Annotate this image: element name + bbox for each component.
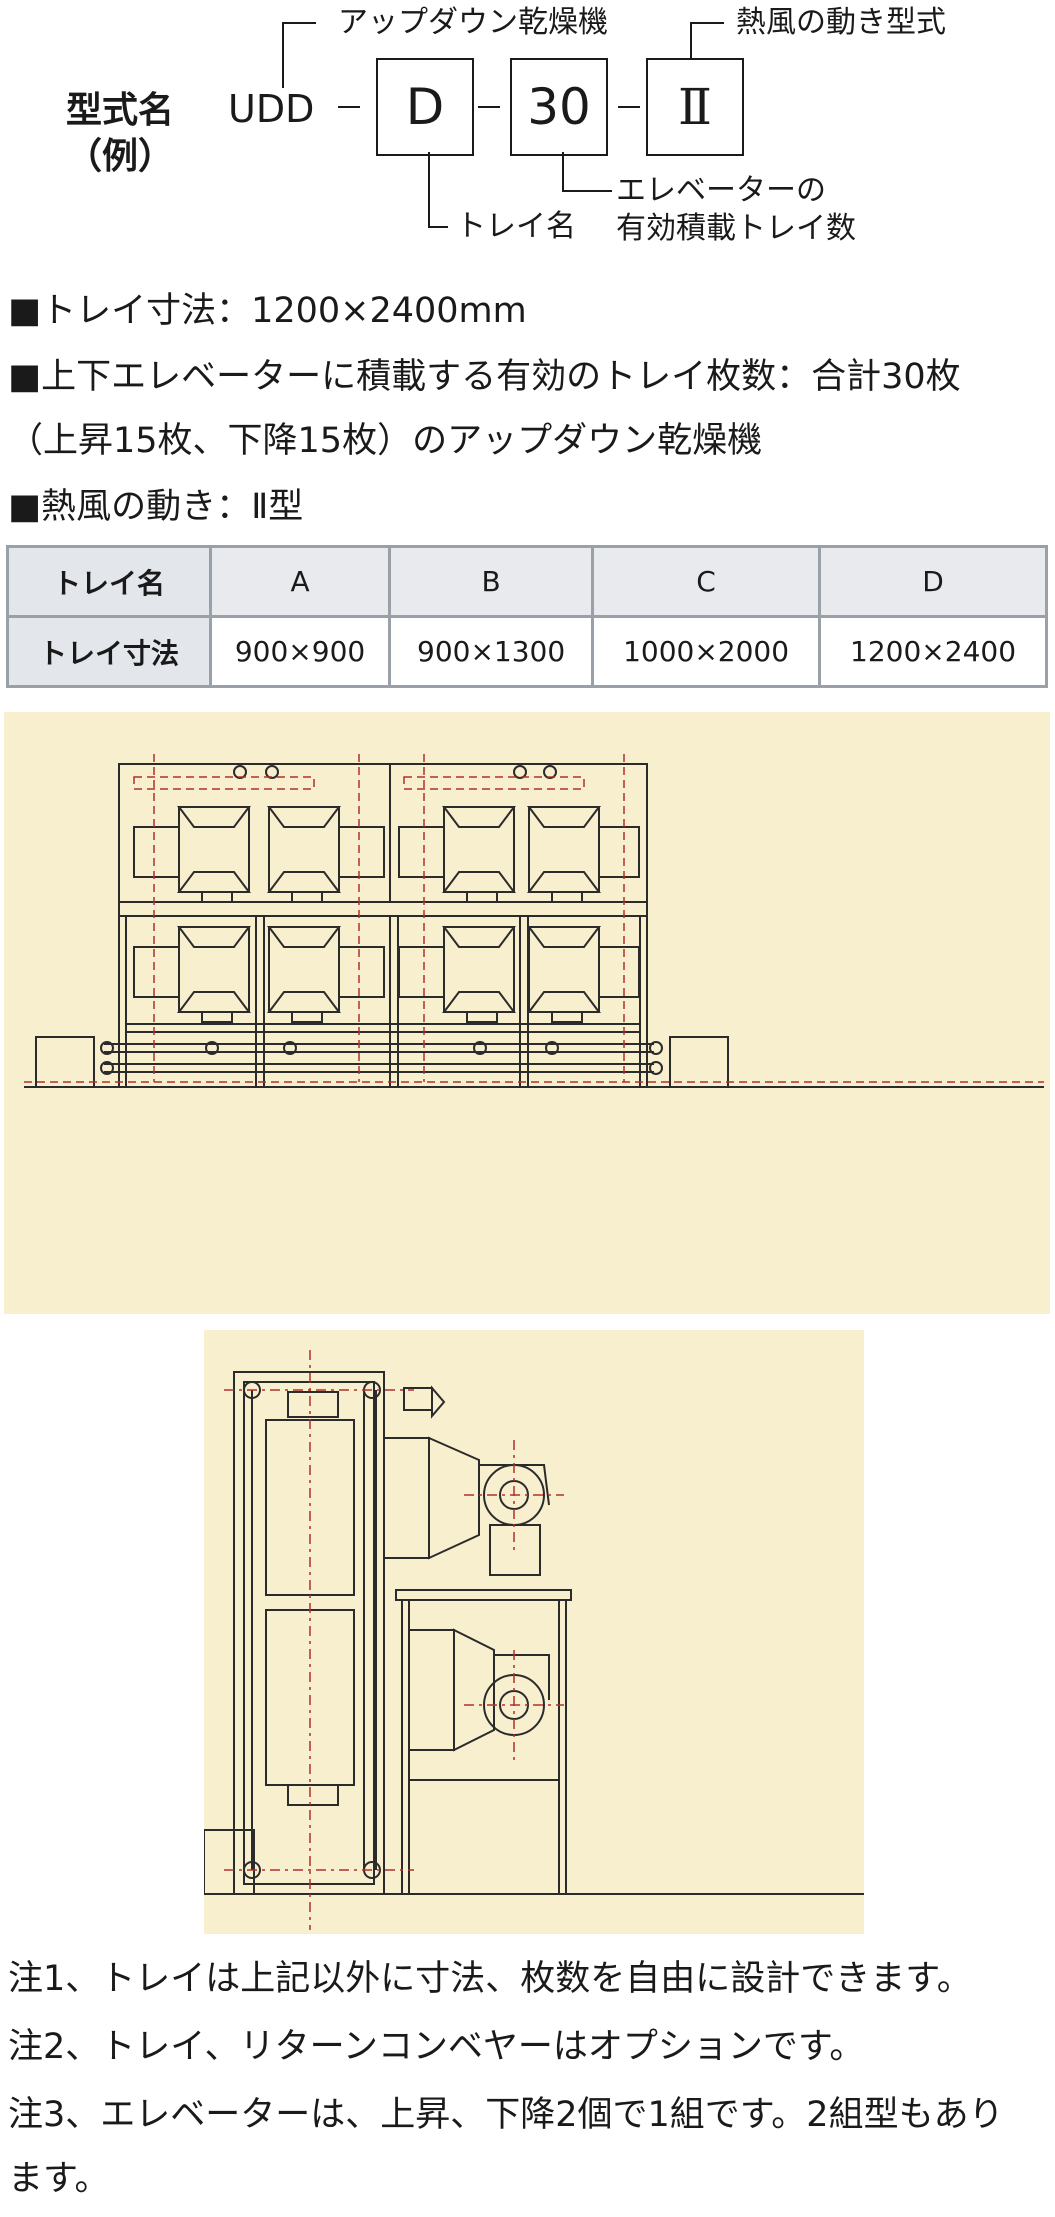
- table-cell: 1000×2000: [591, 615, 822, 688]
- note-3: 注3、エレベーターは、上昇、下降2個で1組です。2組型もあり: [8, 2095, 1004, 2135]
- table-cell: 1200×2400: [818, 615, 1048, 688]
- table-row: トレイ名 A B C D: [6, 545, 1048, 618]
- spec-tray-size: ■トレイ寸法：1200×2400mm: [8, 291, 527, 331]
- leader-line: [428, 152, 430, 228]
- leader-line: [690, 22, 692, 58]
- model-code-diagram: 型式名 （例） UDD D 30 Ⅱ アップダウン乾燥機 熱風の動き型式 トレイ…: [0, 0, 1055, 260]
- leader-line: [282, 22, 284, 88]
- dash: [478, 106, 500, 108]
- tray-code-box: D: [376, 58, 474, 156]
- tray-code: D: [405, 78, 445, 136]
- note-3-cont: ます。: [8, 2159, 110, 2199]
- side-view-svg: [204, 1350, 864, 1930]
- leader-line: [428, 226, 448, 228]
- side-view-drawing: [204, 1330, 864, 1934]
- note-1: 注1、トレイは上記以外に寸法、枚数を自由に設計できます。: [8, 1959, 972, 1999]
- spec-airflow: ■熱風の動き：Ⅱ型: [8, 487, 304, 527]
- note-flow: 熱風の動き型式: [736, 5, 946, 40]
- table-cell: B: [388, 545, 595, 618]
- table-cell: A: [208, 545, 392, 618]
- table-cell: D: [818, 545, 1048, 618]
- count-code: 30: [527, 78, 591, 136]
- table-cell: 900×900: [208, 615, 392, 688]
- table-cell: C: [591, 545, 822, 618]
- count-code-box: 30: [510, 58, 608, 156]
- spec-tray-count-detail: （上昇15枚、下降15枚）のアップダウン乾燥機: [8, 421, 763, 461]
- note-tray: トレイ名: [456, 209, 576, 244]
- note-count-1: エレベーターの: [616, 173, 826, 208]
- model-label-example: （例）: [66, 136, 175, 177]
- leader-line: [562, 190, 612, 192]
- note-2: 注2、トレイ、リターンコンベヤーはオプションです。: [8, 2027, 865, 2067]
- leader-line: [690, 22, 724, 24]
- dash: [618, 106, 640, 108]
- model-prefix: UDD: [228, 87, 315, 131]
- model-label: 型式名: [66, 90, 175, 131]
- table-row: トレイ寸法 900×900 900×1300 1000×2000 1200×24…: [6, 615, 1048, 688]
- flow-code: Ⅱ: [678, 78, 712, 136]
- leader-line: [562, 152, 564, 192]
- dash: [338, 106, 360, 108]
- table-header-name: トレイ名: [6, 545, 212, 618]
- table-cell: 900×1300: [388, 615, 595, 688]
- note-updown: アップダウン乾燥機: [338, 5, 608, 40]
- front-view-drawing: [4, 712, 1050, 1314]
- leader-line: [282, 22, 316, 24]
- note-count-2: 有効積載トレイ数: [616, 211, 856, 246]
- front-view-svg: [24, 754, 1044, 1088]
- flow-code-box: Ⅱ: [646, 58, 744, 156]
- table-header-size: トレイ寸法: [6, 615, 212, 688]
- spec-tray-count: ■上下エレベーターに積載する有効のトレイ枚数：合計30枚: [8, 357, 961, 397]
- tray-table: トレイ名 A B C D トレイ寸法 900×900 900×1300 1000…: [6, 545, 1048, 688]
